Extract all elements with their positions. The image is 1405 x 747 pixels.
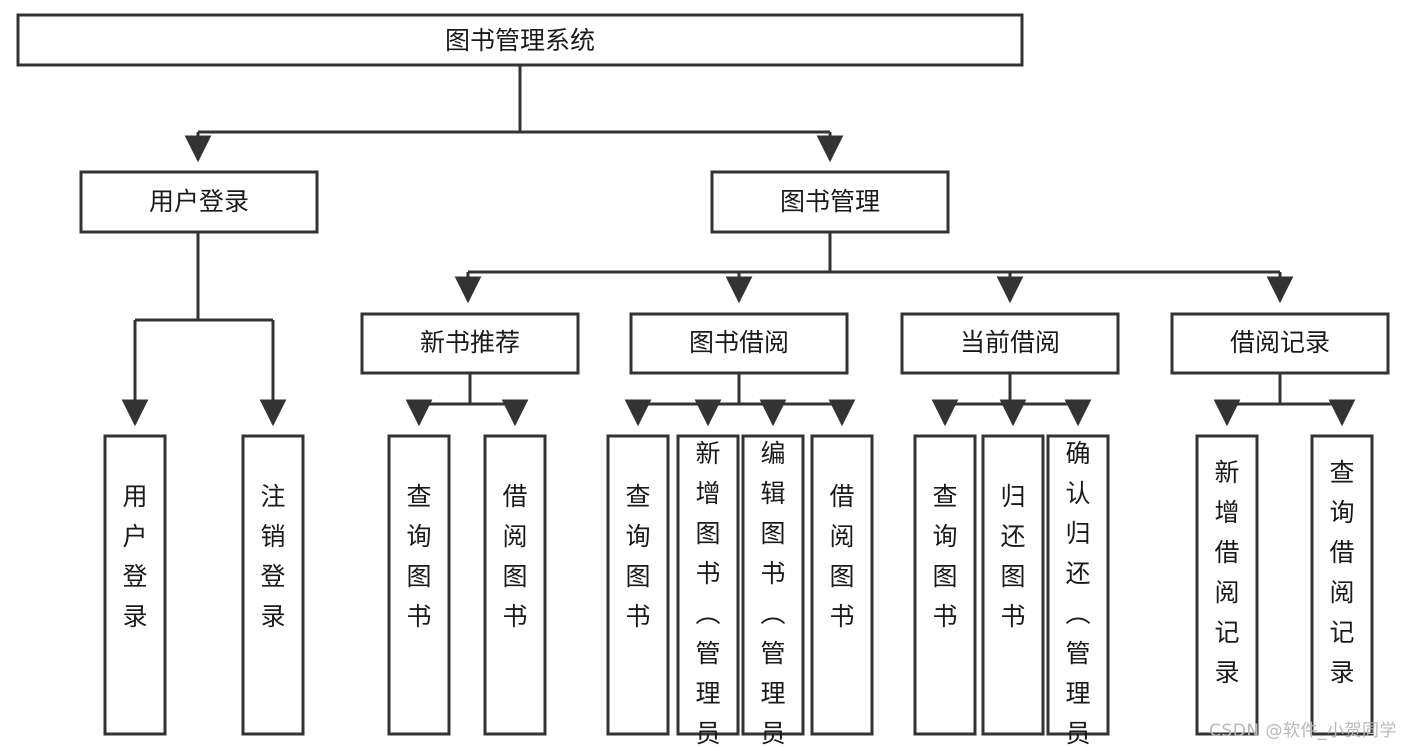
node-leaf-add-book[interactable]: 新增图书︵管理员︶ xyxy=(676,434,740,747)
node-leaf-borrow-book-2[interactable]: 借阅图书 xyxy=(810,434,874,736)
node-leaf-confirm-return[interactable]: 确认归还︵管理员︶ xyxy=(1046,434,1110,747)
node-root-label: 图书管理系统 xyxy=(445,26,595,55)
node-book-borrow-box[interactable] xyxy=(629,312,849,375)
node-leaf-user-login-label: 用户登录 xyxy=(122,482,147,631)
node-current-borrow-label: 当前借阅 xyxy=(960,328,1060,357)
node-leaf-query-book-3[interactable]: 查询图书 xyxy=(913,434,977,736)
node-leaf-return-book-label: 归还图书 xyxy=(1000,482,1025,631)
node-leaf-query-book-3-label: 查询图书 xyxy=(932,482,957,631)
node-leaf-edit-book-box[interactable] xyxy=(741,434,805,736)
node-leaf-edit-book[interactable]: 编辑图书︵管理员︶ xyxy=(741,434,805,747)
node-leaf-user-login[interactable]: 用户登录 xyxy=(103,434,167,736)
node-book-management-label: 图书管理 xyxy=(780,187,880,216)
node-current-borrow-box[interactable] xyxy=(900,312,1120,375)
node-leaf-query-book-2-box[interactable] xyxy=(606,434,670,736)
node-book-management[interactable]: 图书管理 xyxy=(710,170,950,234)
node-leaf-user-login-box[interactable] xyxy=(103,434,167,736)
node-leaf-add-record-label: 新增借阅记录 xyxy=(1214,458,1239,687)
watermark-text: CSDN @软件_小贺同学 xyxy=(1209,721,1397,741)
node-root[interactable]: 图书管理系统 xyxy=(16,13,1024,67)
node-leaf-query-record-label: 查询借阅记录 xyxy=(1329,458,1354,687)
node-leaf-query-book-1-label: 查询图书 xyxy=(406,482,431,631)
node-user-login-box[interactable] xyxy=(79,170,319,234)
node-borrow-record-box[interactable] xyxy=(1170,312,1390,375)
node-borrow-record-label: 借阅记录 xyxy=(1230,328,1330,357)
node-root-box[interactable] xyxy=(16,13,1024,67)
node-book-borrow-label: 图书借阅 xyxy=(689,328,789,357)
node-leaf-confirm-return-box[interactable] xyxy=(1046,434,1110,736)
node-leaf-logout-label: 注销登录 xyxy=(260,482,285,631)
node-leaf-add-book-label: 新增图书︵管理员︶ xyxy=(695,439,720,747)
node-leaf-add-record-box[interactable] xyxy=(1195,434,1259,736)
node-leaf-borrow-book-1-label: 借阅图书 xyxy=(502,482,527,631)
node-user-login-label: 用户登录 xyxy=(149,187,249,216)
node-book-management-box[interactable] xyxy=(710,170,950,234)
node-leaf-add-book-box[interactable] xyxy=(676,434,740,736)
node-leaf-borrow-book-2-box[interactable] xyxy=(810,434,874,736)
node-leaf-borrow-book-1[interactable]: 借阅图书 xyxy=(483,434,547,736)
node-new-book-recommend-box[interactable] xyxy=(360,312,580,375)
node-new-book-recommend-label: 新书推荐 xyxy=(420,328,520,357)
node-leaf-query-record[interactable]: 查询借阅记录 xyxy=(1310,434,1374,736)
node-user-login[interactable]: 用户登录 xyxy=(79,170,319,234)
node-current-borrow[interactable]: 当前借阅 xyxy=(900,312,1120,375)
leaf-layer: 用户登录 注销登录 查询图书 借阅图书 查询图书 新增图书︵管理员︶ 编辑图书︵… xyxy=(103,434,1374,747)
node-leaf-edit-book-label: 编辑图书︵管理员︶ xyxy=(760,439,785,747)
connector-layer xyxy=(121,65,1356,427)
node-leaf-query-book-1-box[interactable] xyxy=(387,434,451,736)
node-leaf-return-book[interactable]: 归还图书 xyxy=(981,434,1045,736)
node-leaf-logout-box[interactable] xyxy=(241,434,305,736)
node-leaf-logout[interactable]: 注销登录 xyxy=(241,434,305,736)
node-leaf-query-book-2[interactable]: 查询图书 xyxy=(606,434,670,736)
node-new-book-recommend[interactable]: 新书推荐 xyxy=(360,312,580,375)
node-leaf-return-book-box[interactable] xyxy=(981,434,1045,736)
node-leaf-query-book-2-label: 查询图书 xyxy=(625,482,650,631)
node-leaf-borrow-book-1-box[interactable] xyxy=(483,434,547,736)
node-borrow-record[interactable]: 借阅记录 xyxy=(1170,312,1390,375)
node-leaf-confirm-return-label: 确认归还︵管理员︶ xyxy=(1065,439,1090,747)
node-leaf-borrow-book-2-label: 借阅图书 xyxy=(829,482,854,631)
node-leaf-query-book-3-box[interactable] xyxy=(913,434,977,736)
node-book-borrow[interactable]: 图书借阅 xyxy=(629,312,849,375)
node-leaf-add-record[interactable]: 新增借阅记录 xyxy=(1195,434,1259,736)
node-leaf-query-book-1[interactable]: 查询图书 xyxy=(387,434,451,736)
node-leaf-query-record-box[interactable] xyxy=(1310,434,1374,736)
